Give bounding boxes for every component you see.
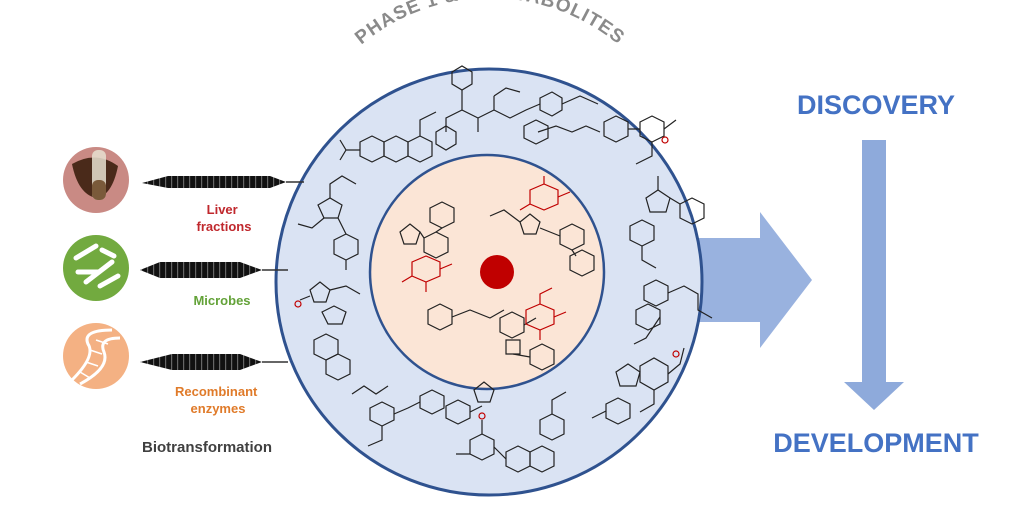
inner-molecule-structures — [399, 176, 595, 371]
microbes-label: Microbes — [193, 293, 250, 308]
outer-molecule-structures — [294, 65, 713, 473]
source-liver — [63, 147, 304, 213]
source-microbes — [63, 235, 288, 301]
parent-drug-core — [480, 255, 514, 289]
enzymes-label: Recombinant enzymes — [175, 384, 261, 416]
microbe-cells-icon — [63, 235, 129, 301]
curved-title: PHASE 1 & 2 METABOLITES — [351, 0, 628, 49]
biotransformation-caption: Biotransformation — [142, 439, 272, 456]
development-heading: DEVELOPMENT — [773, 428, 979, 458]
source-enzymes — [63, 323, 288, 389]
discovery-to-development-arrow — [844, 140, 904, 410]
discovery-heading: DISCOVERY — [797, 90, 955, 120]
microbes-probe — [140, 262, 262, 278]
liver-label: Liver fractions — [197, 202, 252, 234]
liver-probe — [142, 176, 286, 188]
forward-arrow — [690, 212, 812, 348]
enzymes-probe — [140, 354, 262, 370]
